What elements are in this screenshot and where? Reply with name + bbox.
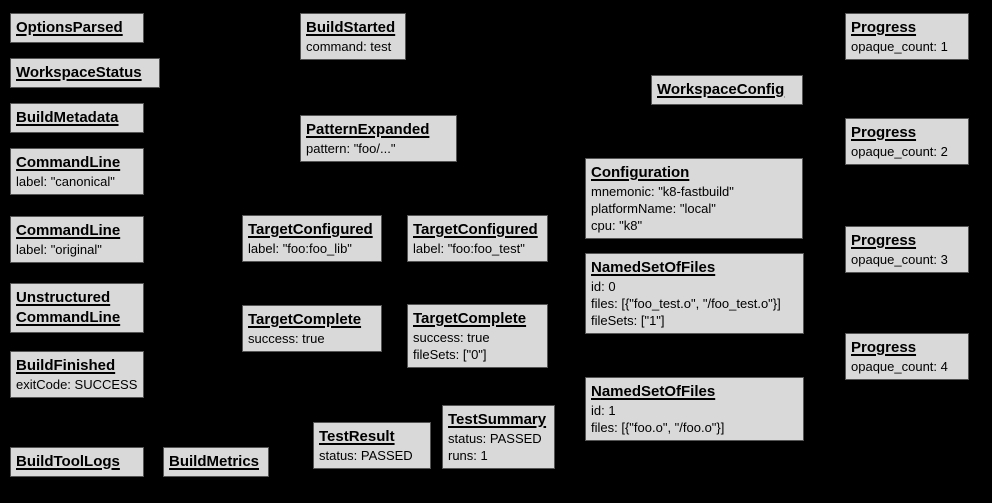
event-box-target-complete-foo-test: TargetComplete success: true fileSets: […: [407, 304, 548, 368]
event-box-test-summary: TestSummary status: PASSED runs: 1: [442, 405, 555, 469]
event-box-build-started: BuildStarted command: test: [300, 13, 406, 60]
event-box-options-parsed: OptionsParsed: [10, 13, 144, 43]
event-body: opaque_count: 2: [851, 144, 948, 159]
event-body: opaque_count: 4: [851, 359, 948, 374]
event-box-progress-4: Progress opaque_count: 4: [845, 333, 969, 380]
event-title: TargetConfigured: [248, 221, 373, 238]
event-box-pattern-expanded: PatternExpanded pattern: "foo/...": [300, 115, 457, 162]
event-body: label: "canonical": [16, 174, 115, 189]
event-title: Progress: [851, 339, 917, 356]
event-body: label: "foo:foo_lib": [248, 241, 352, 256]
event-box-named-set-of-files-1: NamedSetOfFiles id: 1 files: [{"foo.o", …: [585, 377, 804, 441]
event-box-build-metrics: BuildMetrics: [163, 447, 269, 477]
event-title: BuildMetadata: [16, 109, 119, 126]
event-box-target-complete-foo-lib: TargetComplete success: true: [242, 305, 382, 352]
event-body: id: 1 files: [{"foo.o", "/foo.o"}]: [591, 403, 725, 435]
event-box-build-metadata: BuildMetadata: [10, 103, 144, 133]
event-body: command: test: [306, 39, 392, 54]
event-box-target-configured-foo-test: TargetConfigured label: "foo:foo_test": [407, 215, 548, 262]
event-title: CommandLine: [16, 222, 121, 239]
event-box-configuration: Configuration mnemonic: "k8-fastbuild" p…: [585, 158, 803, 239]
event-body: label: "original": [16, 242, 102, 257]
event-box-command-line-original: CommandLine label: "original": [10, 216, 144, 263]
event-box-command-line-canonical: CommandLine label: "canonical": [10, 148, 144, 195]
event-title: Progress: [851, 232, 917, 249]
event-title: BuildMetrics: [169, 453, 260, 470]
event-box-workspace-config: WorkspaceConfig: [651, 75, 803, 105]
event-title: Unstructured CommandLine: [16, 289, 121, 326]
event-body: exitCode: SUCCESS: [16, 377, 138, 392]
event-box-build-finished: BuildFinished exitCode: SUCCESS: [10, 351, 144, 398]
event-title: Configuration: [591, 164, 690, 181]
event-body: opaque_count: 1: [851, 39, 948, 54]
event-title: TargetComplete: [413, 310, 527, 327]
event-body: status: PASSED: [319, 448, 413, 463]
event-title: NamedSetOfFiles: [591, 383, 716, 400]
event-box-build-tool-logs: BuildToolLogs: [10, 447, 144, 477]
event-title: TargetComplete: [248, 311, 362, 328]
event-title: BuildStarted: [306, 19, 396, 36]
event-title: TargetConfigured: [413, 221, 538, 238]
event-title: BuildToolLogs: [16, 453, 120, 470]
event-body: pattern: "foo/...": [306, 141, 396, 156]
event-body: mnemonic: "k8-fastbuild" platformName: "…: [591, 184, 734, 233]
event-body: id: 0 files: [{"foo_test.o", "/foo_test.…: [591, 279, 781, 328]
event-box-named-set-of-files-0: NamedSetOfFiles id: 0 files: [{"foo_test…: [585, 253, 804, 334]
event-body: label: "foo:foo_test": [413, 241, 525, 256]
event-box-workspace-status: WorkspaceStatus: [10, 58, 160, 88]
event-box-progress-1: Progress opaque_count: 1: [845, 13, 969, 60]
event-title: NamedSetOfFiles: [591, 259, 716, 276]
event-body: success: true fileSets: ["0"]: [413, 330, 490, 362]
event-body: status: PASSED runs: 1: [448, 431, 542, 463]
event-title: TestSummary: [448, 411, 547, 428]
event-title: OptionsParsed: [16, 19, 123, 36]
event-title: PatternExpanded: [306, 121, 430, 138]
event-box-progress-3: Progress opaque_count: 3: [845, 226, 969, 273]
event-box-progress-2: Progress opaque_count: 2: [845, 118, 969, 165]
event-title: WorkspaceStatus: [16, 64, 142, 81]
event-title: CommandLine: [16, 154, 121, 171]
event-box-target-configured-foo-lib: TargetConfigured label: "foo:foo_lib": [242, 215, 382, 262]
event-title: Progress: [851, 124, 917, 141]
event-box-unstructured-command-line: Unstructured CommandLine: [10, 283, 144, 333]
event-title: Progress: [851, 19, 917, 36]
event-box-test-result: TestResult status: PASSED: [313, 422, 431, 469]
event-title: TestResult: [319, 428, 395, 445]
event-body: success: true: [248, 331, 325, 346]
event-body: opaque_count: 3: [851, 252, 948, 267]
event-title: WorkspaceConfig: [657, 81, 785, 98]
event-title: BuildFinished: [16, 357, 116, 374]
